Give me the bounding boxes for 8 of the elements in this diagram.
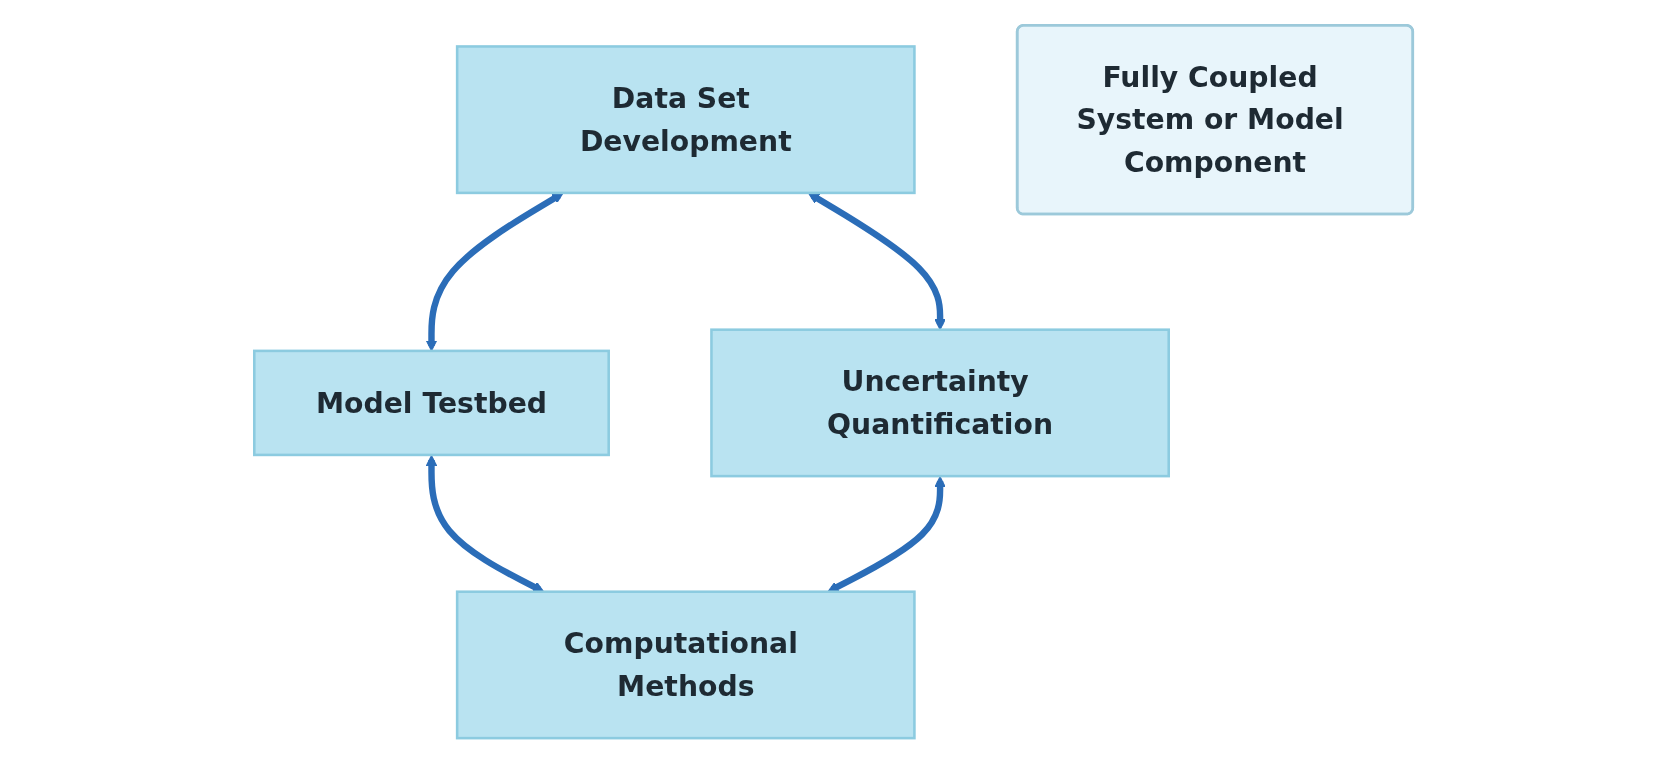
arrow xyxy=(425,192,564,352)
arrow xyxy=(808,192,946,331)
node-box: Data Set Development xyxy=(455,45,916,195)
node-box: Uncertainty Quantification xyxy=(710,328,1170,478)
arrow xyxy=(827,476,946,593)
node-box: Model Testbed xyxy=(252,349,610,457)
arrow xyxy=(425,455,545,593)
node-box: Computational Methods xyxy=(455,590,916,740)
